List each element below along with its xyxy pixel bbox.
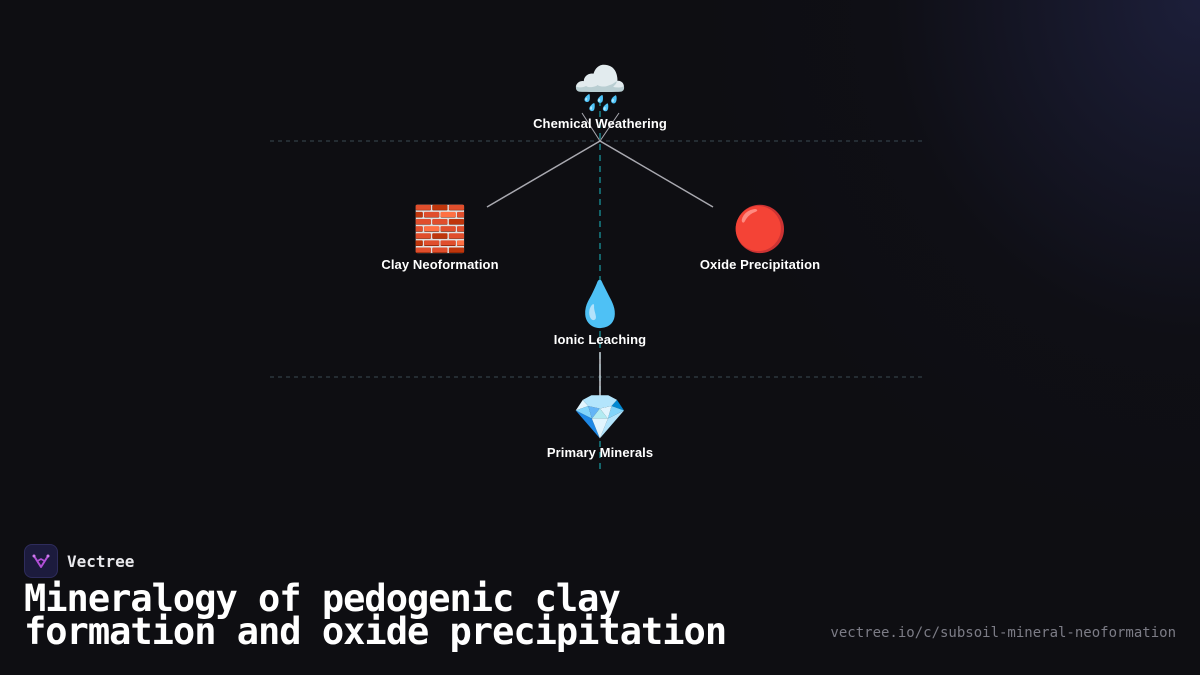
edge-weathering-to-clay <box>486 140 601 208</box>
droplet-icon: 💧 <box>572 279 628 330</box>
page-title: Mineralogy of pedogenic clay formation a… <box>24 577 727 653</box>
node-clay-neoformation[interactable]: 🧱 Clay Neoformation <box>340 204 540 273</box>
node-oxide-precipitation[interactable]: 🔴 Oxide Precipitation <box>660 204 860 273</box>
brand[interactable]: Vectree <box>24 544 134 578</box>
node-primary-minerals[interactable]: 💎 Primary Minerals <box>500 392 700 461</box>
edge-weathering-stem-right <box>599 112 620 142</box>
red-circle-icon: 🔴 <box>732 204 788 255</box>
node-chemical-weathering[interactable]: 🌧️ Chemical Weathering <box>500 63 700 132</box>
brand-name: Vectree <box>67 551 135 571</box>
node-label: Primary Minerals <box>546 445 654 460</box>
page-url[interactable]: vectree.io/c/subsoil-mineral-neoformatio… <box>830 625 1176 641</box>
rain-cloud-icon: 🌧️ <box>572 63 628 114</box>
edge-weathering-stem-left <box>581 112 601 142</box>
node-label: Clay Neoformation <box>381 257 499 272</box>
node-label: Chemical Weathering <box>533 116 667 131</box>
node-label: Oxide Precipitation <box>699 257 821 272</box>
brick-icon: 🧱 <box>412 204 468 255</box>
gem-icon: 💎 <box>572 392 628 443</box>
vectree-logo-icon <box>24 544 58 578</box>
node-label: Ionic Leaching <box>553 332 647 347</box>
node-ionic-leaching[interactable]: 💧 Ionic Leaching <box>500 279 700 348</box>
edge-weathering-to-oxide <box>599 140 714 208</box>
